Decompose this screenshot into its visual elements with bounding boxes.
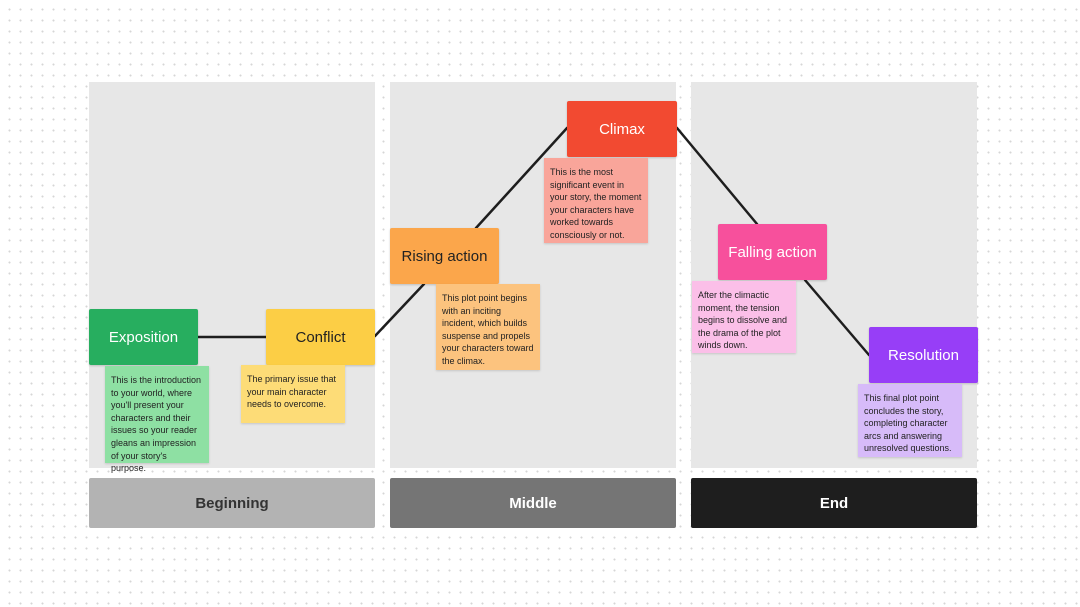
connector-rising-action-climax — [474, 126, 569, 230]
connector-climax-falling-action — [675, 126, 759, 226]
note-climax[interactable]: This is the most significant event in yo… — [544, 158, 648, 243]
node-falling-action[interactable]: Falling action — [718, 224, 827, 280]
node-label: Conflict — [295, 328, 346, 346]
section-footer-end[interactable]: End — [691, 478, 977, 528]
connector-falling-action-resolution — [803, 278, 871, 357]
section-footer-middle[interactable]: Middle — [390, 478, 676, 528]
note-text: The primary issue that your main charact… — [247, 374, 337, 410]
node-label: Exposition — [108, 328, 179, 346]
note-rising-action[interactable]: This plot point begins with an inciting … — [436, 284, 540, 370]
node-rising-action[interactable]: Rising action — [390, 228, 499, 284]
node-conflict[interactable]: Conflict — [266, 309, 375, 365]
note-text: This is the introduction to your world, … — [111, 375, 202, 474]
node-label: Rising action — [401, 247, 488, 265]
node-exposition[interactable]: Exposition — [89, 309, 198, 365]
node-label: Climax — [599, 120, 645, 138]
section-footer-beginning[interactable]: Beginning — [89, 478, 375, 528]
note-text: After the climactic moment, the tension … — [698, 290, 788, 351]
note-conflict[interactable]: The primary issue that your main charact… — [241, 365, 345, 423]
connector-conflict-rising-action — [373, 282, 426, 338]
note-resolution[interactable]: This final plot point concludes the stor… — [858, 384, 962, 457]
note-text: This is the most significant event in yo… — [550, 167, 642, 240]
note-exposition[interactable]: This is the introduction to your world, … — [105, 366, 209, 473]
note-text: This plot point begins with an inciting … — [442, 293, 534, 366]
node-label: Falling action — [728, 243, 817, 261]
section-footer-label: End — [819, 494, 849, 512]
node-climax[interactable]: Climax — [567, 101, 677, 157]
section-footer-label: Middle — [509, 494, 557, 512]
section-footer-label: Beginning — [195, 494, 269, 512]
node-label: Resolution — [888, 346, 959, 364]
node-resolution[interactable]: Resolution — [869, 327, 978, 383]
note-falling-action[interactable]: After the climactic moment, the tension … — [692, 281, 796, 353]
note-text: This final plot point concludes the stor… — [864, 393, 952, 454]
